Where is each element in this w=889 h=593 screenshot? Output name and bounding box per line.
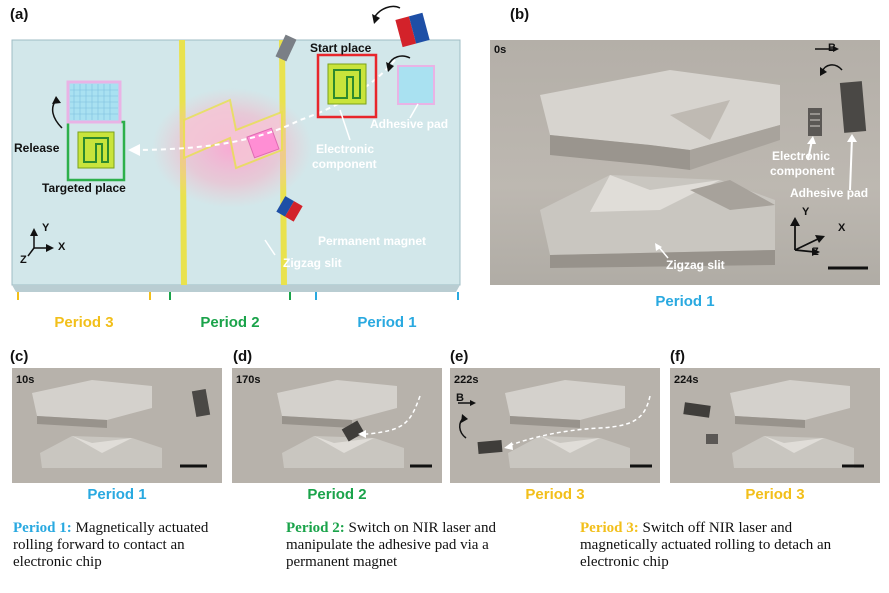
bracket-period-3 <box>17 292 151 300</box>
panel-label-a: (a) <box>10 6 29 23</box>
b-zigzag-slit: Zigzag slit <box>666 258 725 272</box>
e-field-label: B <box>456 392 464 404</box>
caption-1-head: Period 1: <box>13 520 72 536</box>
b-field-label: B <box>828 42 836 54</box>
motion-path <box>129 59 396 151</box>
panel-label-b: (b) <box>510 6 530 23</box>
b-electronic-1: Electronic <box>772 149 831 163</box>
axis-y-a: Y <box>42 222 50 234</box>
d-period-label: Period 2 <box>307 486 367 503</box>
magnet-gray <box>275 34 297 62</box>
label-electronic-2: component <box>312 157 377 171</box>
board-edge <box>12 285 460 292</box>
panel-label-f: (f) <box>670 348 685 365</box>
period-3-label: Period 3 <box>54 314 114 331</box>
f-time: 224s <box>674 374 699 386</box>
caption-3-head: Period 3: <box>580 520 639 536</box>
caption-1-line-1: Magnetically actuated <box>75 520 209 536</box>
b-electronic-component <box>808 108 822 136</box>
c-time: 10s <box>16 374 35 386</box>
label-adhesive-pad: Adhesive pad <box>370 117 449 131</box>
label-start-place: Start place <box>310 41 372 55</box>
f-pad <box>683 402 711 418</box>
f-chip <box>706 434 718 444</box>
start-chip-pattern <box>333 69 361 99</box>
f-period-label: Period 3 <box>745 486 805 503</box>
caption-2-line-2: manipulate the adhesive pad via a <box>286 537 489 553</box>
adhesive-pad-start <box>397 65 435 105</box>
schematic-diagram <box>11 5 461 300</box>
c-chip <box>191 388 211 418</box>
caption-3-line-1: Switch off NIR laser and <box>642 520 793 536</box>
photo-c <box>12 368 222 483</box>
caption-period-1: Period 1: Magnetically actuated rolling … <box>13 520 247 571</box>
caption-2-line-1: Switch on NIR laser and <box>348 520 496 536</box>
panel-label-e: (e) <box>450 348 469 365</box>
caption-period-3: Period 3: Switch off NIR laser and magne… <box>580 520 870 571</box>
magnet-top <box>395 12 430 48</box>
b-time: 0s <box>494 44 507 56</box>
e-time: 222s <box>454 374 479 386</box>
period-2-label: Period 2 <box>200 314 260 331</box>
b-axis-z: Z <box>812 246 819 258</box>
bracket-period-2 <box>169 292 291 300</box>
start-place-box <box>316 53 378 119</box>
caption-1-line-3: electronic chip <box>13 554 102 570</box>
caption-2-head: Period 2: <box>286 520 345 536</box>
label-targeted-place: Targeted place <box>42 181 126 195</box>
label-electronic-1: Electronic <box>316 142 375 156</box>
e-period-label: Period 3 <box>525 486 585 503</box>
photo-d <box>232 368 442 483</box>
axis-z-a: Z <box>20 254 27 266</box>
c-period-label: Period 1 <box>87 486 147 503</box>
d-time: 170s <box>236 374 261 386</box>
b-axis-x: X <box>838 222 846 234</box>
rotation-arrow-magnet <box>373 5 401 19</box>
caption-3-line-2: magnetically actuated rolling to detach … <box>580 537 832 553</box>
e-chip <box>477 439 503 455</box>
panel-label-c: (c) <box>10 348 29 365</box>
b-axis-y: Y <box>802 206 810 218</box>
d-chip <box>341 420 365 442</box>
caption-1-line-2: rolling forward to contact an <box>13 537 185 553</box>
b-electronic-2: component <box>770 164 835 178</box>
target-chip-pattern <box>83 137 109 163</box>
pad-in-channel <box>246 127 280 159</box>
caption-2-line-3: permanent magnet <box>286 554 398 570</box>
axis-x-a: X <box>58 241 66 253</box>
panel-label-d: (d) <box>233 348 253 365</box>
photo-b <box>490 40 880 285</box>
b-adhesive-pad-label: Adhesive pad <box>790 186 869 200</box>
caption-3-line-3: electronic chip <box>580 554 669 570</box>
caption-period-2: Period 2: Switch on NIR laser and manipu… <box>286 520 544 571</box>
b-adhesive-pad <box>839 81 867 133</box>
label-permanent-magnet: Permanent magnet <box>318 234 427 248</box>
label-release: Release <box>14 141 60 155</box>
photo-f <box>670 368 880 483</box>
label-zigzag-slit: Zigzag slit <box>283 256 342 270</box>
b-period-label: Period 1 <box>655 293 715 310</box>
period-1-label: Period 1 <box>357 314 417 331</box>
motion-arrow <box>128 144 140 156</box>
bracket-period-1 <box>315 292 459 300</box>
photo-b-shapes <box>540 46 868 270</box>
photo-e <box>450 368 660 483</box>
permanent-magnet <box>276 196 303 222</box>
